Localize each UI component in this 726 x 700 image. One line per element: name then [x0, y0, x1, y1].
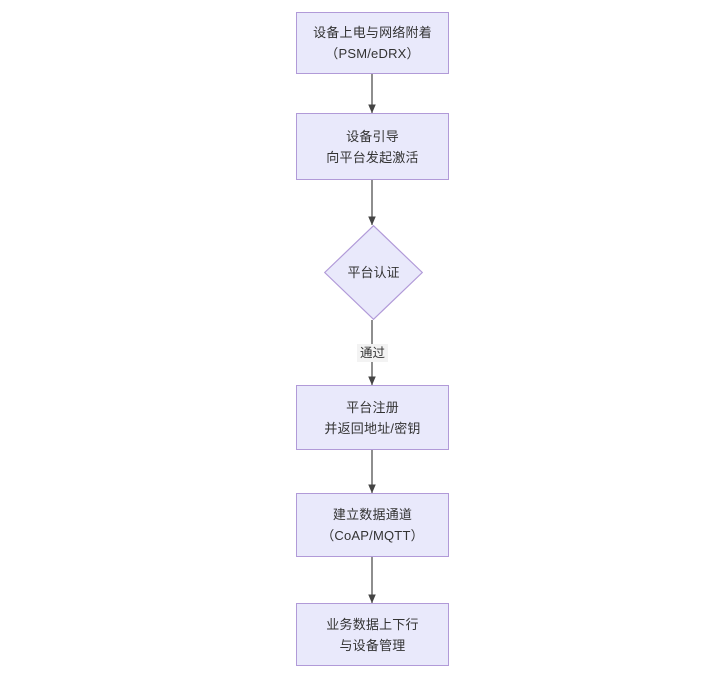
flow-node-label-service-data: 业务数据上下行 与设备管理 [326, 616, 419, 653]
edge-label-e3: 通过 [357, 344, 389, 362]
flow-node-label-power-on: 设备上电与网络附着 （PSM/eDRX） [313, 25, 432, 61]
flow-node-platform-register[interactable]: 平台注册 并返回地址/密钥 [296, 385, 449, 450]
flow-node-platform-auth[interactable]: 平台认证 [324, 225, 423, 320]
flow-node-label-platform-auth: 平台认证 [347, 265, 400, 280]
diamond-shape-icon [324, 225, 423, 320]
flow-node-service-data[interactable]: 业务数据上下行 与设备管理 [296, 603, 449, 666]
flow-node-label-bootstrap: 设备引导 向平台发起激活 [326, 128, 419, 165]
flow-node-label-data-channel: 建立数据通道 （CoAP/MQTT） [321, 507, 424, 543]
flow-node-bootstrap[interactable]: 设备引导 向平台发起激活 [296, 113, 449, 180]
flow-node-label-platform-register: 平台注册 并返回地址/密钥 [324, 399, 421, 436]
flow-node-data-channel[interactable]: 建立数据通道 （CoAP/MQTT） [296, 493, 449, 557]
flow-node-power-on[interactable]: 设备上电与网络附着 （PSM/eDRX） [296, 12, 449, 74]
